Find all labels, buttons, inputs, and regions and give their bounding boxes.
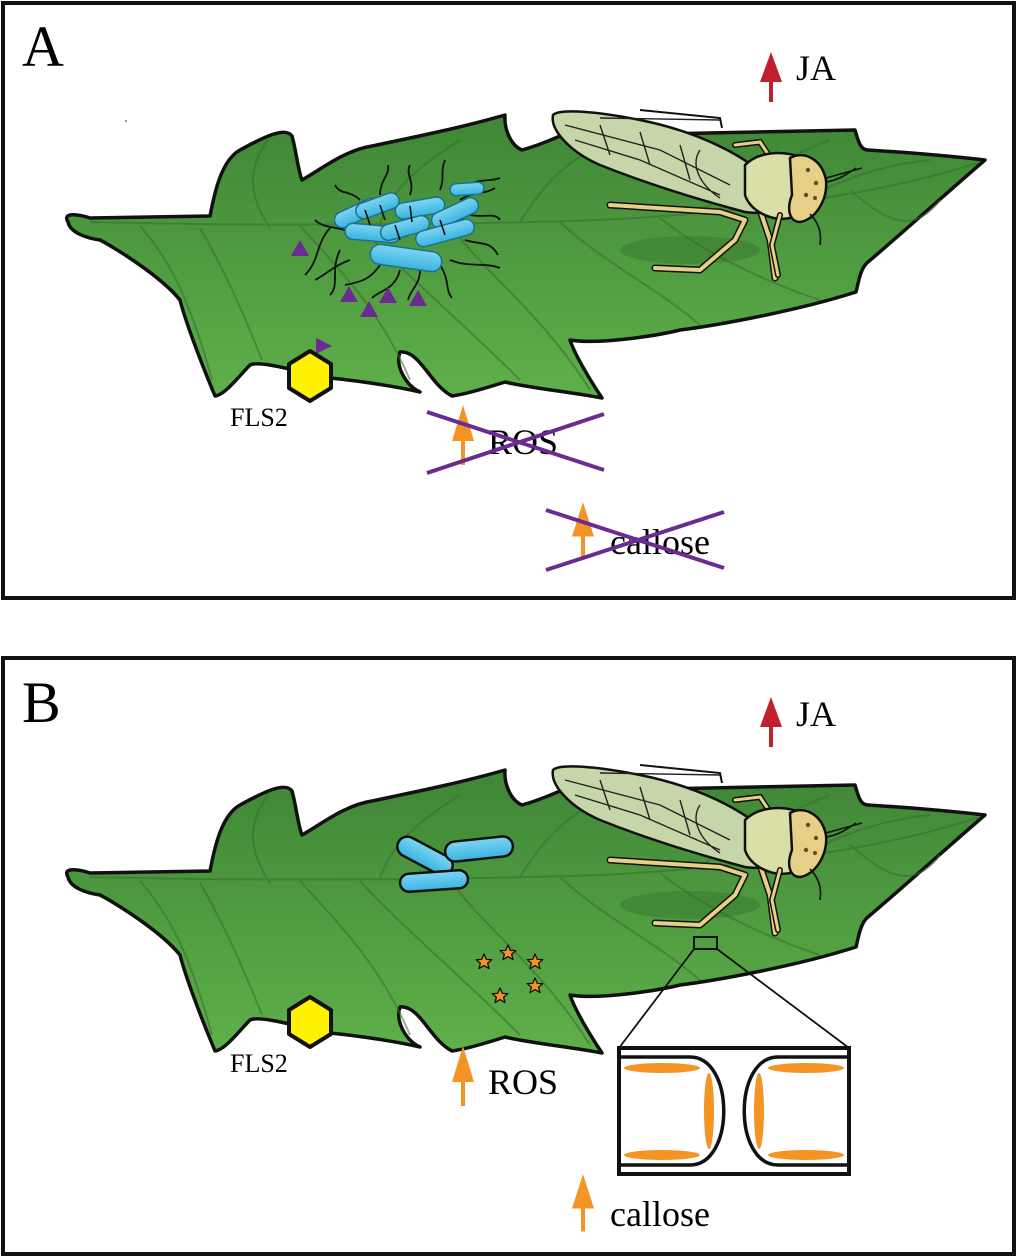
flagellin-bound-triangle xyxy=(316,338,332,354)
fls2-receptor-icon xyxy=(287,349,333,403)
cell-wall-left xyxy=(621,1055,726,1167)
inset-source-box xyxy=(693,936,718,950)
fls2-label: FLS2 xyxy=(230,403,288,432)
fls2-label: FLS2 xyxy=(230,1049,288,1078)
ja-label: JA xyxy=(796,694,836,734)
ros-label: ROS xyxy=(488,1062,558,1102)
bacteria-cluster xyxy=(396,835,515,893)
ros-cross-out-icon xyxy=(426,410,605,475)
callose-cross-out-icon xyxy=(545,508,725,572)
panel-a: A xyxy=(1,1,1016,600)
flagellin-triangles xyxy=(291,240,427,354)
panel-b-label: B xyxy=(22,670,61,735)
panel-a-label: A xyxy=(22,14,64,79)
callose-label: callose xyxy=(610,1194,710,1234)
ja-label: JA xyxy=(796,48,836,88)
panel-b: B FLS2 JA ROS callose xyxy=(1,656,1016,1256)
callose-inset xyxy=(617,936,851,1176)
bacteria-aggregate xyxy=(304,159,501,301)
cell-wall-right xyxy=(742,1055,847,1167)
fls2-receptor-icon xyxy=(287,995,333,1049)
callose-deposits xyxy=(624,1063,844,1160)
callose-label: callose xyxy=(610,522,710,562)
